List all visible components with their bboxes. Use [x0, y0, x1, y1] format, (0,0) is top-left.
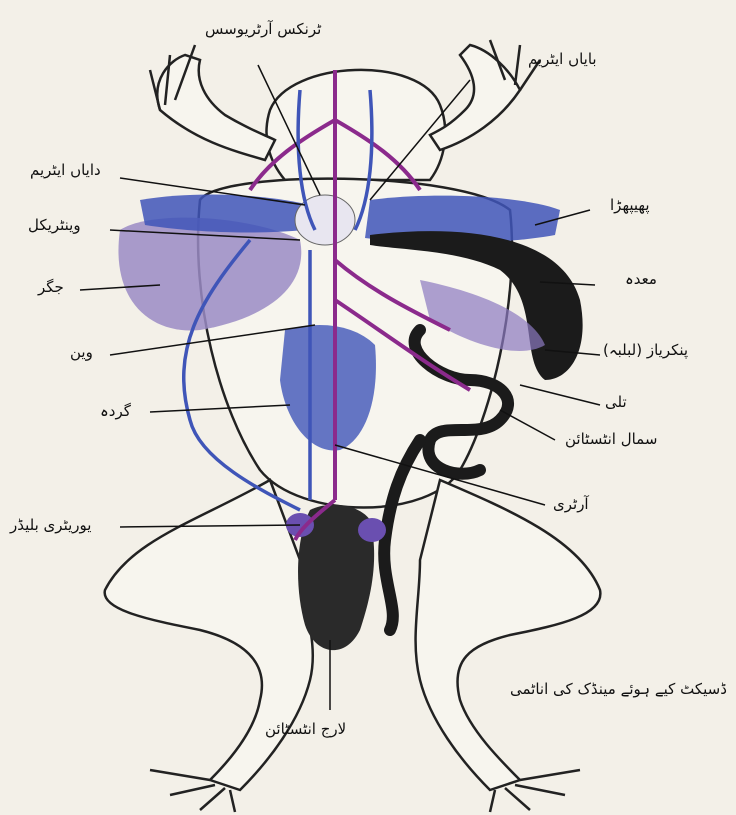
label-small-intestine: سمال انٹسٹائن [565, 432, 657, 447]
label-artery: آرٹری [553, 497, 589, 512]
left-lung-shape [140, 195, 310, 233]
label-ventricle: وینٹریکل [28, 218, 81, 233]
label-kidney: گردہ [100, 404, 131, 419]
bladder-lobe-right [358, 518, 386, 542]
label-urinary-bladder: یوریٹری بلیڈر [10, 518, 91, 533]
label-vein: وین [70, 345, 93, 360]
label-left-atrium: بایاں ایٹریم [528, 52, 597, 67]
label-sinus-arteriosus: ٹرنکس آرٹریوسس [205, 22, 321, 37]
label-large-intestine: لارج انٹسٹائن [265, 722, 346, 737]
label-liver: جگر [38, 280, 64, 295]
label-spleen: تلی [605, 395, 627, 410]
diagram-caption: ڈسیکٹ کیے ہوئے مینڈک کی اناٹمی [510, 682, 727, 697]
label-stomach: معدہ [625, 272, 657, 287]
label-right-atrium: دایاں ایٹریم [30, 163, 101, 178]
label-pancreas: پنکریاز (لبلبہ) [603, 343, 688, 358]
label-lung: پھیپھڑا [610, 198, 650, 213]
